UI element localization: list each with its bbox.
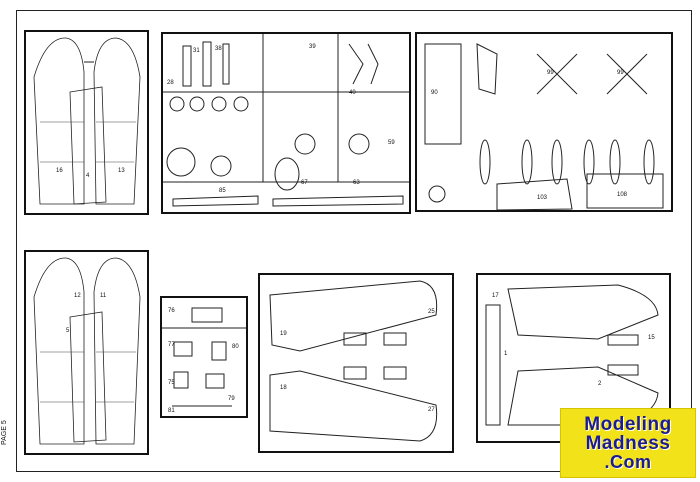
page-number: PAGE 5 bbox=[1, 420, 8, 445]
svg-text:63: 63 bbox=[353, 180, 360, 186]
svg-text:80: 80 bbox=[232, 344, 239, 350]
svg-text:90: 90 bbox=[431, 90, 438, 96]
svg-text:77: 77 bbox=[168, 342, 175, 348]
svg-text:27: 27 bbox=[428, 407, 435, 413]
svg-text:40: 40 bbox=[349, 90, 356, 96]
logo-line-1: Modeling bbox=[584, 414, 672, 435]
svg-text:17: 17 bbox=[492, 293, 499, 299]
sprue-c-drawing: 90 99 99 103 108 bbox=[424, 43, 664, 210]
svg-text:99: 99 bbox=[547, 70, 554, 76]
svg-text:1: 1 bbox=[504, 351, 508, 357]
svg-text:108: 108 bbox=[617, 192, 628, 198]
svg-text:11: 11 bbox=[100, 293, 107, 299]
svg-text:59: 59 bbox=[388, 140, 395, 146]
sprue-c: 90 99 99 103 108 bbox=[415, 32, 673, 212]
sprue-b-drawing: 28 31 38 39 40 59 85 67 63 bbox=[163, 34, 409, 207]
logo-line-2: Madness bbox=[585, 433, 671, 454]
svg-text:19: 19 bbox=[280, 331, 287, 337]
sprue-a-drawing: 16 13 4 bbox=[33, 37, 141, 205]
svg-text:76: 76 bbox=[168, 308, 175, 314]
svg-text:25: 25 bbox=[428, 309, 435, 315]
sprue-d: 12 11 5 bbox=[24, 250, 149, 455]
svg-text:2: 2 bbox=[598, 381, 602, 387]
logo-line-3: .Com bbox=[604, 452, 652, 472]
sprue-f-drawing: 19 25 18 27 bbox=[269, 280, 438, 442]
svg-text:28: 28 bbox=[167, 80, 174, 86]
svg-text:4: 4 bbox=[86, 173, 90, 179]
svg-text:81: 81 bbox=[168, 408, 175, 414]
svg-text:39: 39 bbox=[309, 44, 316, 50]
svg-text:67: 67 bbox=[301, 180, 308, 186]
svg-text:13: 13 bbox=[118, 168, 125, 174]
sprue-b: 28 31 38 39 40 59 85 67 63 bbox=[161, 32, 411, 214]
svg-text:16: 16 bbox=[56, 168, 63, 174]
svg-text:85: 85 bbox=[219, 188, 226, 194]
svg-text:103: 103 bbox=[537, 195, 548, 201]
sprue-e-drawing: 76 77 80 75 79 81 bbox=[162, 307, 246, 414]
sprue-e: 76 77 80 75 79 81 bbox=[160, 296, 248, 418]
sprue-g-drawing: 17 1 2 15 bbox=[485, 284, 659, 426]
modeling-madness-logo: Modeling Madness .Com bbox=[560, 408, 696, 478]
svg-text:79: 79 bbox=[228, 396, 235, 402]
svg-text:5: 5 bbox=[66, 328, 70, 334]
svg-text:15: 15 bbox=[648, 335, 655, 341]
svg-text:38: 38 bbox=[215, 46, 222, 52]
svg-text:31: 31 bbox=[193, 48, 200, 54]
sprue-f: 19 25 18 27 bbox=[258, 273, 454, 453]
sprue-d-drawing: 12 11 5 bbox=[33, 257, 141, 445]
svg-text:12: 12 bbox=[74, 293, 81, 299]
svg-text:18: 18 bbox=[280, 385, 287, 391]
page-border bbox=[16, 10, 692, 472]
svg-text:75: 75 bbox=[168, 380, 175, 386]
sprue-a: 16 13 4 bbox=[24, 30, 149, 215]
svg-text:99: 99 bbox=[617, 70, 624, 76]
